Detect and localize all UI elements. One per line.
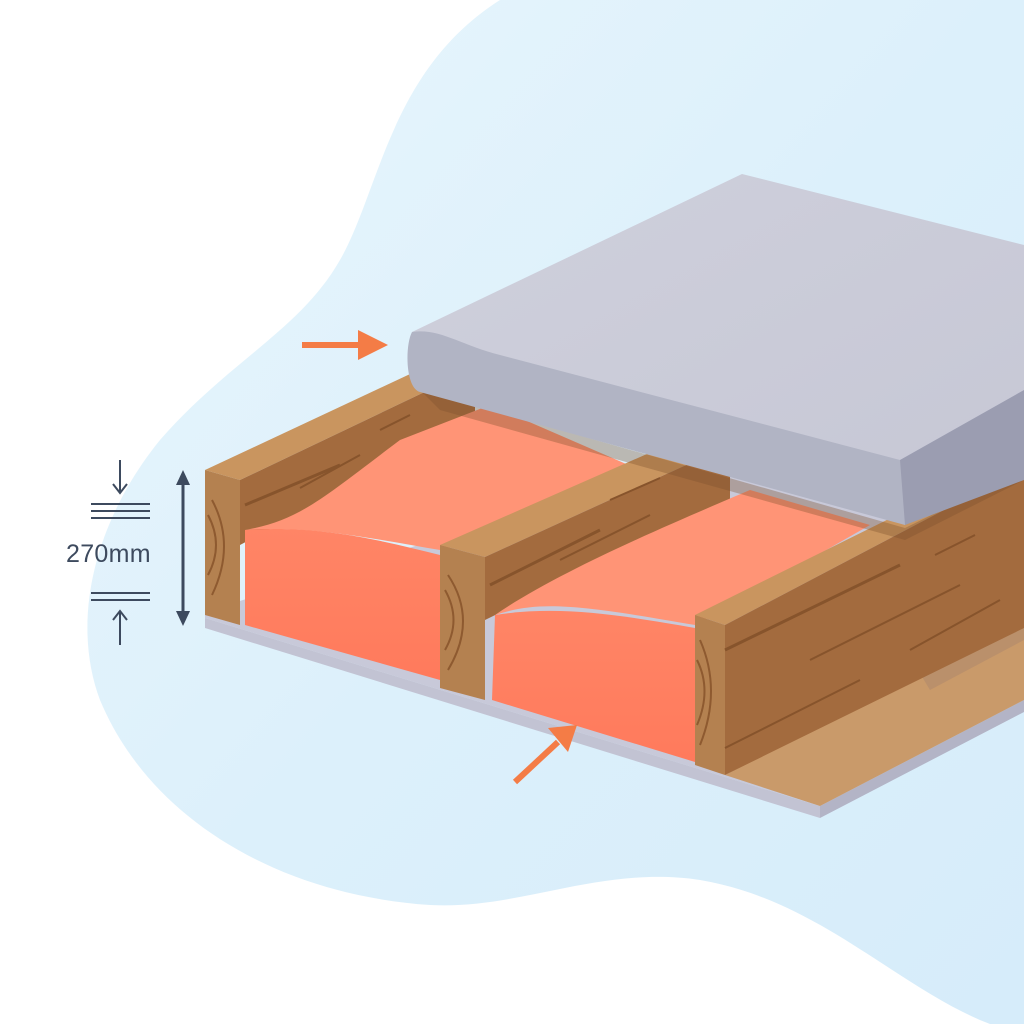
thickness-label: 270mm [66, 540, 151, 568]
middle-joist [440, 435, 730, 700]
insulation-batt-left [245, 405, 640, 680]
left-joist [205, 360, 475, 625]
thickness-dimension [91, 460, 190, 645]
top-insulation-roll [407, 174, 1024, 525]
arrow-to-lower-batt [512, 725, 577, 785]
insulation-batt-right [492, 490, 870, 762]
arrow-to-top-layer [302, 330, 388, 360]
